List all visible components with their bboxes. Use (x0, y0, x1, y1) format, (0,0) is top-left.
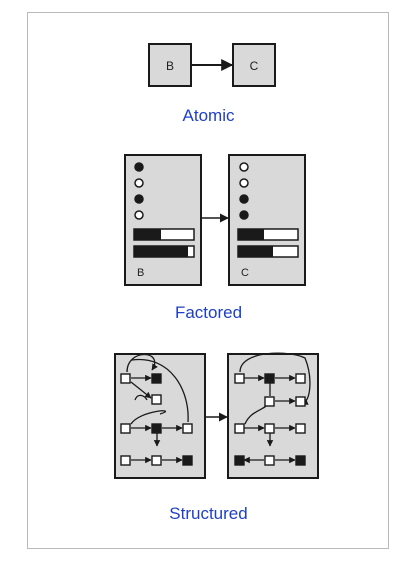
structured-left-nodes (120, 373, 193, 466)
caption-structured: Structured (169, 504, 248, 523)
factored-right-label: C (241, 267, 249, 279)
factored-left-bool-3 (134, 194, 144, 204)
structured-section (114, 352, 319, 479)
factored-left-bool-2 (134, 178, 144, 188)
factored-section: B C (124, 154, 306, 286)
factored-left-bar-2-fill (134, 246, 188, 257)
factored-left-bar-1-fill (134, 229, 161, 240)
factored-right-bar-1-fill (238, 229, 264, 240)
atomic-left-label: B (166, 59, 174, 73)
factored-right-bool-1 (239, 162, 249, 172)
factored-left-bool-1 (134, 162, 144, 172)
factored-state-panel-right (228, 154, 306, 286)
factored-state-panel-left (124, 154, 202, 286)
factored-right-bool-3 (239, 194, 249, 204)
structured-right-nodes (234, 373, 306, 466)
factored-right-bool-4 (239, 210, 249, 220)
caption-factored: Factored (174, 303, 243, 322)
caption-atomic: Atomic (182, 106, 235, 125)
structured-right-graph (239, 352, 311, 464)
factored-right-bool-2 (239, 178, 249, 188)
structured-left-graph (126, 353, 189, 464)
factored-left-bool-4 (134, 210, 144, 220)
atomic-state-box-right (232, 43, 276, 87)
factored-left-label: B (137, 267, 144, 279)
factored-right-bar-2-fill (238, 246, 273, 257)
atomic-section: B C (148, 43, 276, 87)
atomic-state-box-left (148, 43, 192, 87)
atomic-right-label: C (250, 59, 259, 73)
figure-frame (27, 12, 389, 549)
